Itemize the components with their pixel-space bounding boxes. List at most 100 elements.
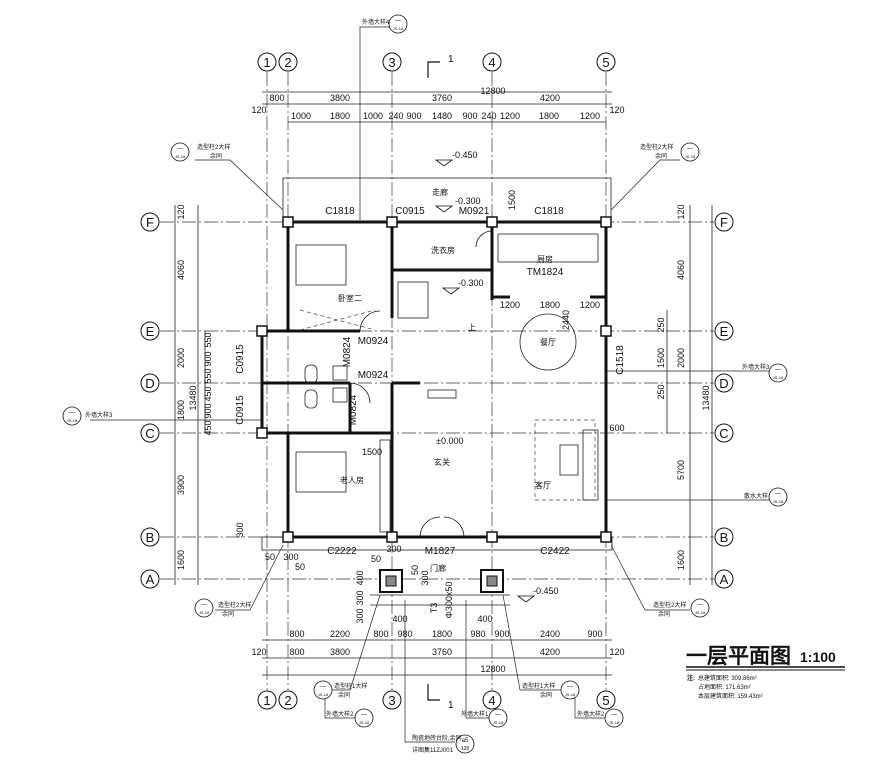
dim-porch: 50 xyxy=(371,554,381,564)
callout-ref-top: — xyxy=(177,146,183,152)
window-label: C0915 xyxy=(235,344,246,374)
dim-porch: 300 xyxy=(283,552,298,562)
dim-bottom-main: 4200 xyxy=(540,647,560,657)
bed xyxy=(295,451,347,493)
dim-total-bottom: 12800 xyxy=(480,664,505,674)
callout-ref-top: — xyxy=(69,410,75,416)
section-label-bottom: 1 xyxy=(448,700,454,711)
dim-left-detail: 450 xyxy=(203,386,213,401)
dim-top-detail: 240 xyxy=(388,111,403,121)
coffee-table xyxy=(559,444,579,476)
dim-top-detail: 1800 xyxy=(539,111,559,121)
dim-left-detail: 450 xyxy=(203,420,213,435)
dim-top-main: 3800 xyxy=(330,93,350,103)
dim-porch: 50 xyxy=(265,552,275,562)
grid-col-5-bottom: 5 xyxy=(602,693,609,708)
dim-right-total: 13480 xyxy=(701,385,711,410)
dim-right-detail: 1500 xyxy=(656,348,666,368)
columns xyxy=(256,216,612,543)
window-label: C2422 xyxy=(540,546,570,557)
grid-row-b-left: B xyxy=(146,530,155,545)
window-label: C1818 xyxy=(325,206,355,217)
dim-right-detail: 250 xyxy=(656,384,666,399)
grid-col-3-top: 3 xyxy=(388,55,395,70)
dim-porch: 400 xyxy=(477,614,492,624)
window-label: C1818 xyxy=(534,206,564,217)
callout-col2: 造型柱2大样 xyxy=(197,143,230,151)
room-living: 客厅 xyxy=(535,480,551,490)
dim-porch: T3 xyxy=(429,603,439,614)
callout-ref-top: — xyxy=(320,684,326,690)
callout-same: 余同 xyxy=(222,610,234,618)
callout-leaders xyxy=(90,26,770,743)
dim-edge: 120 xyxy=(609,647,624,657)
kitchen-door-label: TM1824 xyxy=(527,267,564,278)
dim-misc: 1500 xyxy=(507,190,517,210)
dim-top-detail: 900 xyxy=(406,111,421,121)
note-floor-area: 本层建筑面积: 159.43m² xyxy=(698,692,763,700)
callout-ref-top: — xyxy=(361,712,367,718)
dim-right-detail: 600 xyxy=(609,423,624,433)
grid-col-4-top: 4 xyxy=(488,55,495,70)
dining-table xyxy=(519,313,577,371)
dim-top-detail: 900 xyxy=(462,111,477,121)
callout-ref-bottom: JS-18 xyxy=(773,375,784,380)
grid-row-c-left: C xyxy=(145,426,154,441)
grid-col-4-bottom: 4 xyxy=(488,693,495,708)
dim-right-main: 5700 xyxy=(676,460,686,480)
dim-top-detail: 1800 xyxy=(330,111,350,121)
grid-row-b-right: B xyxy=(720,530,729,545)
grid-row-f-left: F xyxy=(146,215,154,230)
walls xyxy=(260,220,608,539)
callout-ref-top: a5 xyxy=(462,738,469,744)
door-label: M0924 xyxy=(358,336,389,347)
dim-left-main: 1800 xyxy=(176,400,186,420)
dim-bottom-detail: 800 xyxy=(373,629,388,639)
door-label: M0824 xyxy=(348,394,359,425)
callout-col1: 造型柱1大样 xyxy=(334,682,367,690)
grid-row-d-right: D xyxy=(719,376,728,391)
dim-right-detail: 250 xyxy=(656,317,666,332)
grid-col-2-bottom: 2 xyxy=(284,693,291,708)
dim-porch: 400 xyxy=(355,570,365,585)
window-label: C1518 xyxy=(615,345,626,375)
notes-prefix: 注: xyxy=(687,674,695,682)
dim-left-main: 4060 xyxy=(176,260,186,280)
callout-wall1: 外墙大样1 xyxy=(461,710,489,718)
callout-ref-bottom: JS-18 xyxy=(493,720,504,725)
drawing-title: 一层平面图 xyxy=(686,645,791,668)
dim-bottom-detail: 900 xyxy=(587,629,602,639)
stair-up: 上 xyxy=(468,323,476,332)
callout-ref-bottom: JS-18 xyxy=(565,692,576,697)
dim-left-main: 3900 xyxy=(176,475,186,495)
callout-apron: 散水大样 xyxy=(744,492,768,500)
grid-col-1-top: 1 xyxy=(263,55,270,70)
room-dining: 餐厅 xyxy=(540,338,556,347)
dim-total-top: 12800 xyxy=(480,86,505,96)
dim-porch: Φ300x50 xyxy=(444,582,454,619)
grid-col-2-top: 2 xyxy=(284,55,291,70)
dim-bottom-detail: 2400 xyxy=(540,629,560,639)
porch-outline xyxy=(261,177,613,606)
toilet xyxy=(304,389,318,409)
callout-ref-top: — xyxy=(201,602,207,608)
room-laundry: 洗衣房 xyxy=(431,245,455,255)
callout-ref-top: — xyxy=(697,602,703,608)
dim-top-main: 4200 xyxy=(540,93,560,103)
dim-top-detail: 1480 xyxy=(432,111,452,121)
dim-bottom-detail: 900 xyxy=(494,629,509,639)
cabinet xyxy=(427,389,457,399)
dim-left-total: 13480 xyxy=(188,385,198,410)
callout-ref-bottom: JS-18 xyxy=(67,418,78,423)
level-corridor: -0.300 xyxy=(455,196,481,206)
dim-edge: 120 xyxy=(609,105,624,115)
room-elder: 老人房 xyxy=(340,475,364,485)
callout-same: 余同 xyxy=(338,691,350,699)
dim-misc: 1500 xyxy=(362,447,382,457)
level-marks xyxy=(434,159,536,603)
callout-same: 余同 xyxy=(540,691,552,699)
callout-col2: 造型柱2大样 xyxy=(653,601,686,609)
callout-ref-bottom: JS-18 xyxy=(199,610,210,615)
window-label: C0915 xyxy=(395,206,425,217)
